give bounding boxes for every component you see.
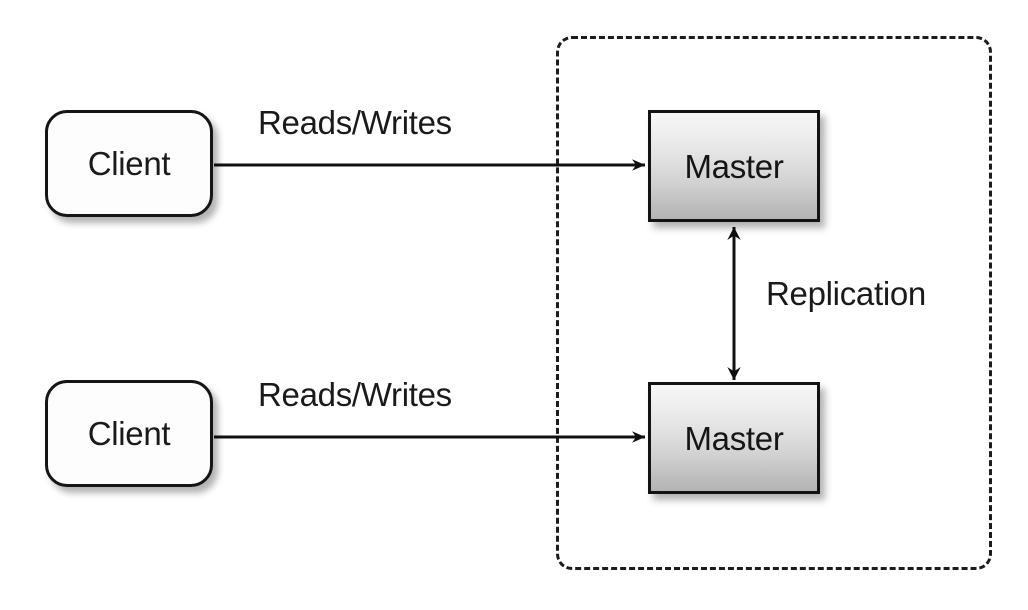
node-master-top-label: Master [684,147,784,185]
node-client-top[interactable]: Client [45,110,213,217]
node-client-bottom-label: Client [87,415,171,452]
node-master-bottom-label: Master [684,419,784,457]
edge-label-replication: Replication [766,275,926,312]
edge-label-reads-writes-bottom: Reads/Writes [258,376,452,413]
node-master-bottom[interactable]: Master [648,382,820,494]
node-client-bottom[interactable]: Client [45,380,213,487]
replication-cluster-boundary [556,36,992,570]
node-master-top[interactable]: Master [648,110,820,222]
edge-label-reads-writes-top: Reads/Writes [258,104,452,141]
node-client-top-label: Client [87,145,171,182]
